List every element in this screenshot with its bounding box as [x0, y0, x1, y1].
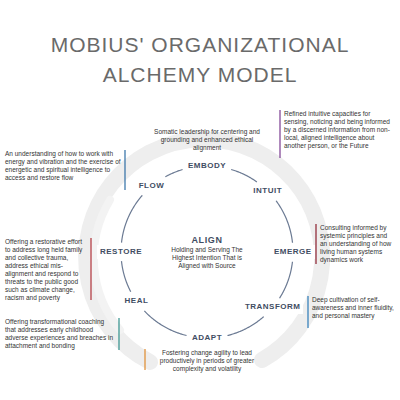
divider-line	[144, 349, 145, 370]
diagram-title: MOBIUS' ORGANIZATIONAL ALCHEMY MODEL	[10, 30, 390, 90]
phase-name: INTUIT	[253, 186, 282, 196]
phase-name: TRANSFORM	[245, 302, 301, 312]
divider-line	[118, 318, 119, 350]
phase-name: FLOW	[139, 181, 165, 191]
phase-label: TRANSFORM	[242, 300, 304, 314]
phase-description: Fostering change agility to lead product…	[148, 349, 266, 373]
phase-description: Offering transformational coaching that …	[5, 318, 115, 350]
ring-arc	[280, 262, 293, 298]
phase-name: RESTORE	[100, 247, 142, 257]
divider-line	[315, 224, 316, 264]
phase-label: RESTORE	[97, 245, 145, 259]
ring-arc	[121, 261, 130, 292]
center-node: ALIGNHolding and Serving The Highest Int…	[159, 232, 255, 272]
ring-arc	[144, 311, 186, 336]
phase-description: An understanding of how to work with ene…	[5, 150, 121, 182]
phase-name: HEAL	[125, 296, 149, 306]
phase-name: ADAPT	[192, 333, 222, 343]
phase-description: Deep cultivation of self-awareness and i…	[312, 296, 394, 320]
enso-swirl-inner	[94, 200, 120, 330]
phase-label: HEAL	[122, 294, 152, 308]
phase-description: Refined intuitive capacities for sensing…	[284, 110, 394, 150]
ring-arc	[231, 169, 257, 181]
phase-description: Somatic leadership for centering and gro…	[146, 128, 268, 152]
divider-line	[279, 110, 280, 158]
center-body: Holding and Serving The Highest Intentio…	[161, 246, 253, 270]
ring-arc	[276, 201, 292, 243]
phase-label: ADAPT	[189, 331, 225, 345]
enso-swirl	[86, 139, 322, 362]
phase-name: EMERGE	[274, 247, 312, 257]
center-heading: ALIGN	[161, 234, 253, 246]
ring-arc	[165, 170, 182, 177]
phase-label: EMERGE	[271, 245, 315, 259]
phase-name: EMBODY	[188, 161, 226, 171]
ring-arc	[227, 317, 263, 336]
phase-label: EMBODY	[185, 159, 229, 173]
phase-description: Offering a restorative effort to address…	[5, 238, 87, 302]
divider-line	[90, 238, 91, 300]
phase-label: INTUIT	[250, 184, 285, 198]
divider-line	[307, 296, 308, 328]
ring-arc	[122, 195, 143, 242]
phase-label: FLOW	[136, 179, 168, 193]
phase-description: Consulting informed by systemic principl…	[320, 224, 396, 264]
divider-line	[124, 150, 125, 190]
